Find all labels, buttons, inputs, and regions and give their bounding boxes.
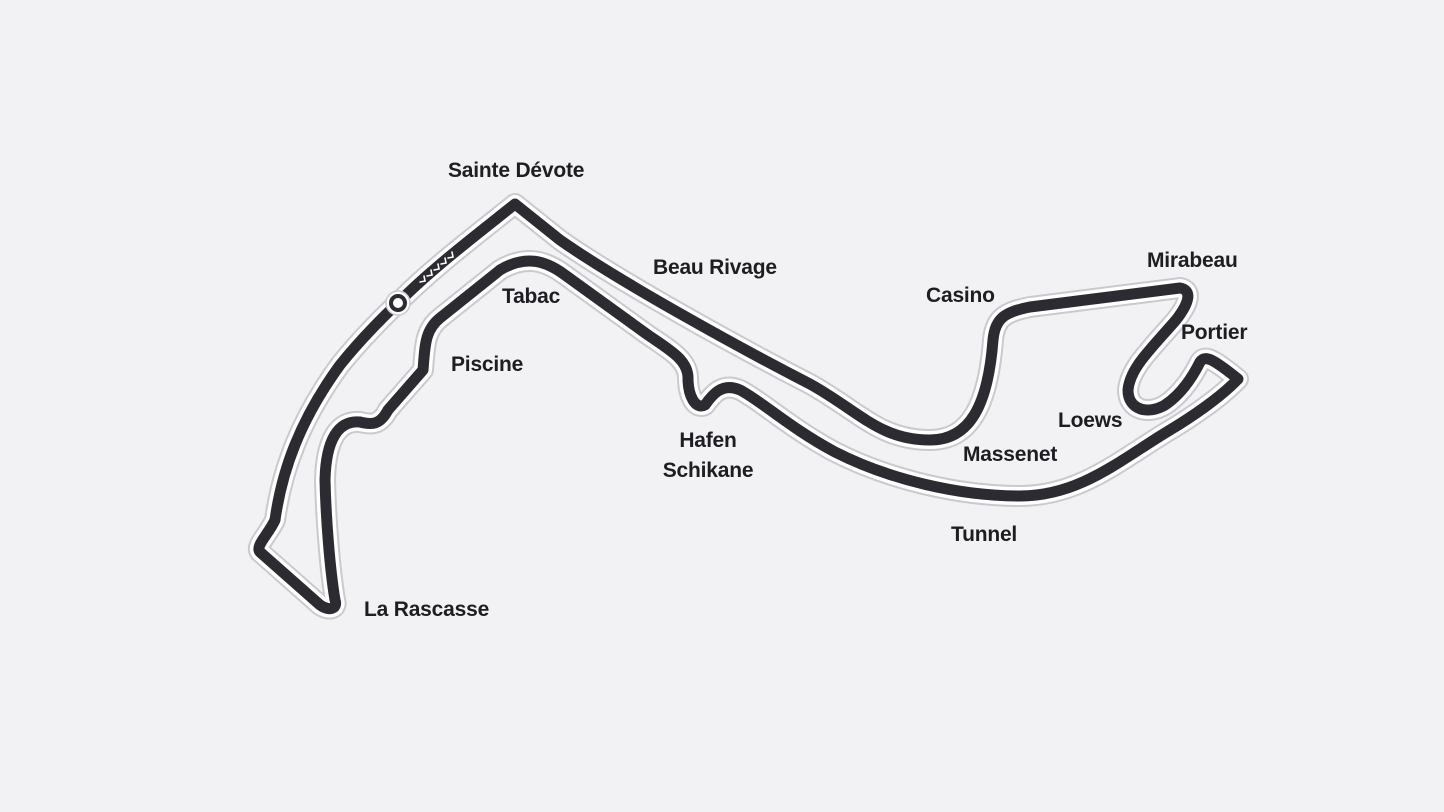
direction-chevrons-icon [419, 251, 454, 283]
start-finish-circle-icon [385, 290, 411, 316]
label-tunnel: Tunnel [951, 523, 1017, 546]
label-sainte-devote: Sainte Dévote [448, 159, 584, 182]
label-casino: Casino [926, 284, 995, 307]
label-mirabeau: Mirabeau [1147, 249, 1238, 272]
track [247, 193, 1249, 620]
label-portier: Portier [1181, 321, 1247, 344]
label-loews: Loews [1058, 409, 1122, 432]
label-piscine: Piscine [451, 353, 523, 376]
label-tabac: Tabac [502, 285, 561, 308]
corner-labels: Sainte Dévote Beau Rivage Tabac Casino M… [364, 159, 1248, 621]
label-beau-rivage: Beau Rivage [653, 256, 777, 279]
label-schikane: Schikane [663, 459, 754, 482]
label-la-rascasse: La Rascasse [364, 598, 489, 621]
track-asphalt [253, 198, 1244, 615]
label-massenet: Massenet [963, 443, 1057, 466]
label-hafen: Hafen [679, 429, 736, 452]
